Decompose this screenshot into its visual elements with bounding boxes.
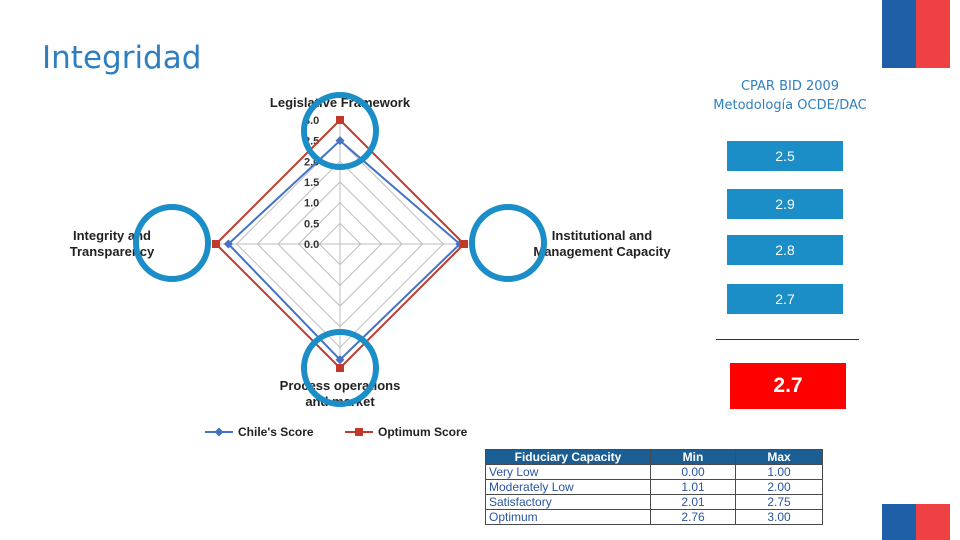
sum-divider [716, 339, 859, 340]
score-box-4: 2.7 [727, 284, 843, 314]
header-max: Max [735, 449, 823, 465]
table-cell-max: 3.00 [735, 509, 823, 525]
table-row: Very Low 0.00 1.00 [485, 464, 823, 480]
table-cell-max: 2.00 [735, 479, 823, 495]
table-cell-level: Satisfactory [485, 494, 651, 510]
fiduciary-table: Fiduciary Capacity Min Max Very Low 0.00… [485, 449, 823, 525]
header-min: Min [650, 449, 736, 465]
score-box-1: 2.5 [727, 141, 843, 171]
table-cell-min: 1.01 [650, 479, 736, 495]
table-row: Satisfactory 2.01 2.75 [485, 494, 823, 510]
header-fiduciary-capacity: Fiduciary Capacity [485, 449, 651, 465]
series-point [336, 364, 344, 372]
series-point [336, 116, 344, 124]
series-point [223, 239, 233, 249]
table-cell-max: 1.00 [735, 464, 823, 480]
tick-label: 0.5 [304, 218, 319, 230]
category-label: Integrity and [73, 228, 151, 243]
flag-red-stripe [916, 0, 950, 68]
table-cell-min: 2.76 [650, 509, 736, 525]
source-line-1: CPAR BID 2009 [740, 79, 840, 94]
table-row: Moderately Low 1.01 2.00 [485, 479, 823, 495]
table-cell-min: 2.01 [650, 494, 736, 510]
table-cell-level: Optimum [485, 509, 651, 525]
category-label: Transparency [70, 244, 155, 259]
tick-label: 1.0 [304, 198, 319, 210]
category-label: Process operations [280, 378, 401, 393]
final-score-box: 2.7 [730, 363, 846, 409]
source-line-2: Metodología OCDE/DAC [713, 98, 867, 113]
score-box-2: 2.9 [727, 189, 843, 219]
series-point [335, 136, 345, 146]
series-point [460, 240, 468, 248]
highlight-circle [301, 329, 379, 407]
page-title: Integridad [42, 40, 202, 76]
table-cell-level: Very Low [485, 464, 651, 480]
table-cell-level: Moderately Low [485, 479, 651, 495]
legend-marker [214, 427, 224, 437]
tick-label: 0.0 [304, 239, 319, 251]
tick-label: 1.5 [304, 177, 319, 189]
legend-label: Chile's Score [238, 425, 314, 439]
legend-marker [355, 428, 363, 436]
highlight-circle [301, 92, 379, 170]
flag-blue-stripe [882, 504, 916, 540]
legend-label: Optimum Score [378, 425, 468, 439]
table-header-row: Fiduciary Capacity Min Max [485, 449, 823, 465]
highlight-circle [133, 204, 211, 282]
table-cell-max: 2.75 [735, 494, 823, 510]
flag-blue-stripe [882, 0, 916, 68]
series-point [212, 240, 220, 248]
highlight-circle [469, 204, 547, 282]
category-label: Legislative Framework [270, 95, 411, 110]
chile-flag-logo-bottom [882, 504, 950, 540]
table-row: Optimum 2.76 3.00 [485, 509, 823, 525]
score-box-3: 2.8 [727, 235, 843, 265]
chile-flag-logo-top [882, 0, 950, 68]
flag-red-stripe [916, 504, 950, 540]
category-label: Management Capacity [533, 244, 671, 259]
source-caption: CPAR BID 2009 Metodología OCDE/DAC [690, 77, 890, 115]
series-point [335, 355, 345, 365]
category-label: Institutional and [552, 228, 652, 243]
table-cell-min: 0.00 [650, 464, 736, 480]
